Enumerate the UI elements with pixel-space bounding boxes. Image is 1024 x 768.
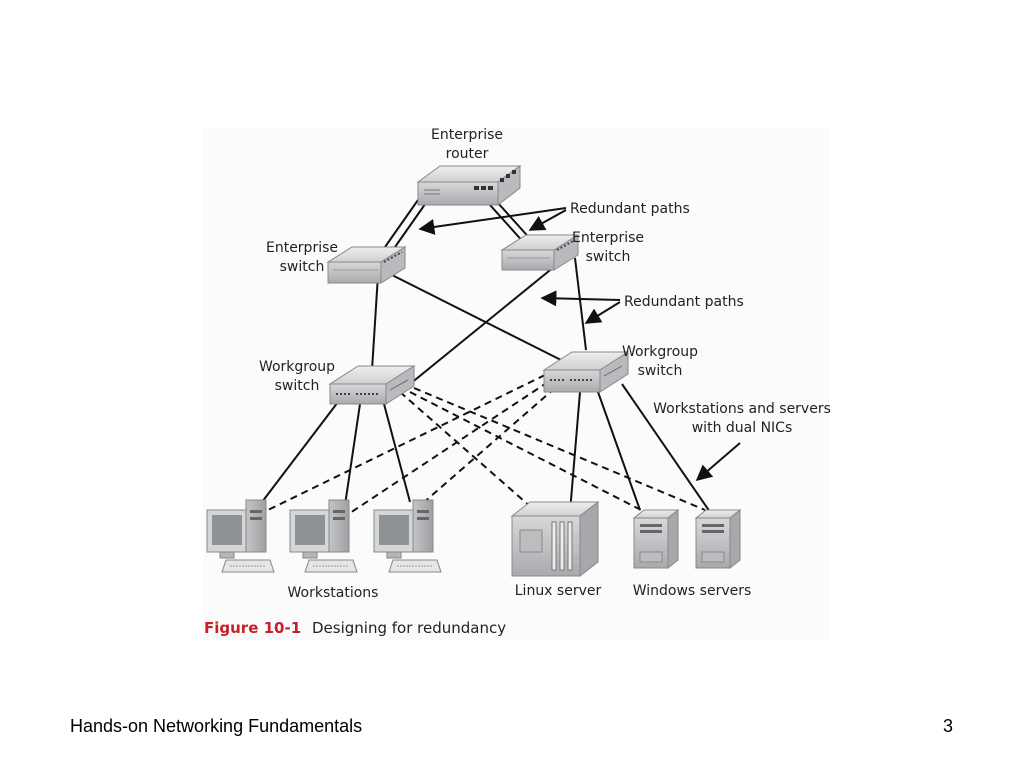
label-switch-left-line2: switch (280, 259, 325, 275)
label-workgroup-left-line2: switch (275, 378, 320, 394)
footer-title: Hands-on Networking Fundamentals (70, 716, 363, 736)
windows-server-1-icon (632, 508, 680, 570)
arrow-redundant-top-left (418, 207, 567, 235)
workgroup-switch-right-icon (542, 351, 630, 393)
solid-links (261, 199, 711, 513)
label-enterprise-router-line1: Enterprise (431, 127, 503, 143)
annotation-arrows (418, 207, 741, 482)
figure-number: Figure 10-1 (204, 619, 301, 637)
arrow-redundant-top-right (528, 209, 567, 231)
figure-caption: Designing for redundancy (312, 619, 506, 637)
enterprise-switch-left-icon (326, 246, 407, 284)
enterprise-switch-right-icon (500, 234, 580, 271)
label-enterprise-router-line2: router (446, 146, 489, 162)
windows-server-2-icon (694, 508, 742, 570)
arrow-redundant-mid-right (584, 301, 621, 324)
linux-server-icon (510, 500, 600, 578)
label-switch-left-line1: Enterprise (266, 240, 338, 256)
label-redundant-paths-mid: Redundant paths (624, 294, 744, 310)
label-workstations: Workstations (288, 585, 379, 601)
workgroup-switch-left-icon (328, 365, 416, 405)
page-number: 3 (942, 716, 953, 736)
label-switch-right-line2: switch (586, 249, 631, 265)
label-redundant-paths-top: Redundant paths (570, 201, 690, 217)
label-dual-nic-line1: Workstations and servers (653, 401, 831, 417)
enterprise-router-icon (416, 165, 522, 207)
label-linux-server: Linux server (515, 583, 602, 599)
label-switch-right-line1: Enterprise (572, 230, 644, 246)
arrow-redundant-mid-left (540, 290, 621, 307)
workstation-2-icon (289, 499, 358, 573)
label-workgroup-right-line2: switch (638, 363, 683, 379)
arrow-dual-nic (695, 442, 741, 482)
label-workgroup-right-line1: Workgroup (622, 344, 698, 360)
label-workgroup-left-line1: Workgroup (259, 359, 335, 375)
label-dual-nic-line2: with dual NICs (692, 420, 793, 436)
workstation-1-icon (206, 499, 275, 573)
label-windows-servers: Windows servers (633, 583, 752, 599)
dashed-links (267, 374, 706, 514)
workstation-3-icon (373, 499, 442, 573)
